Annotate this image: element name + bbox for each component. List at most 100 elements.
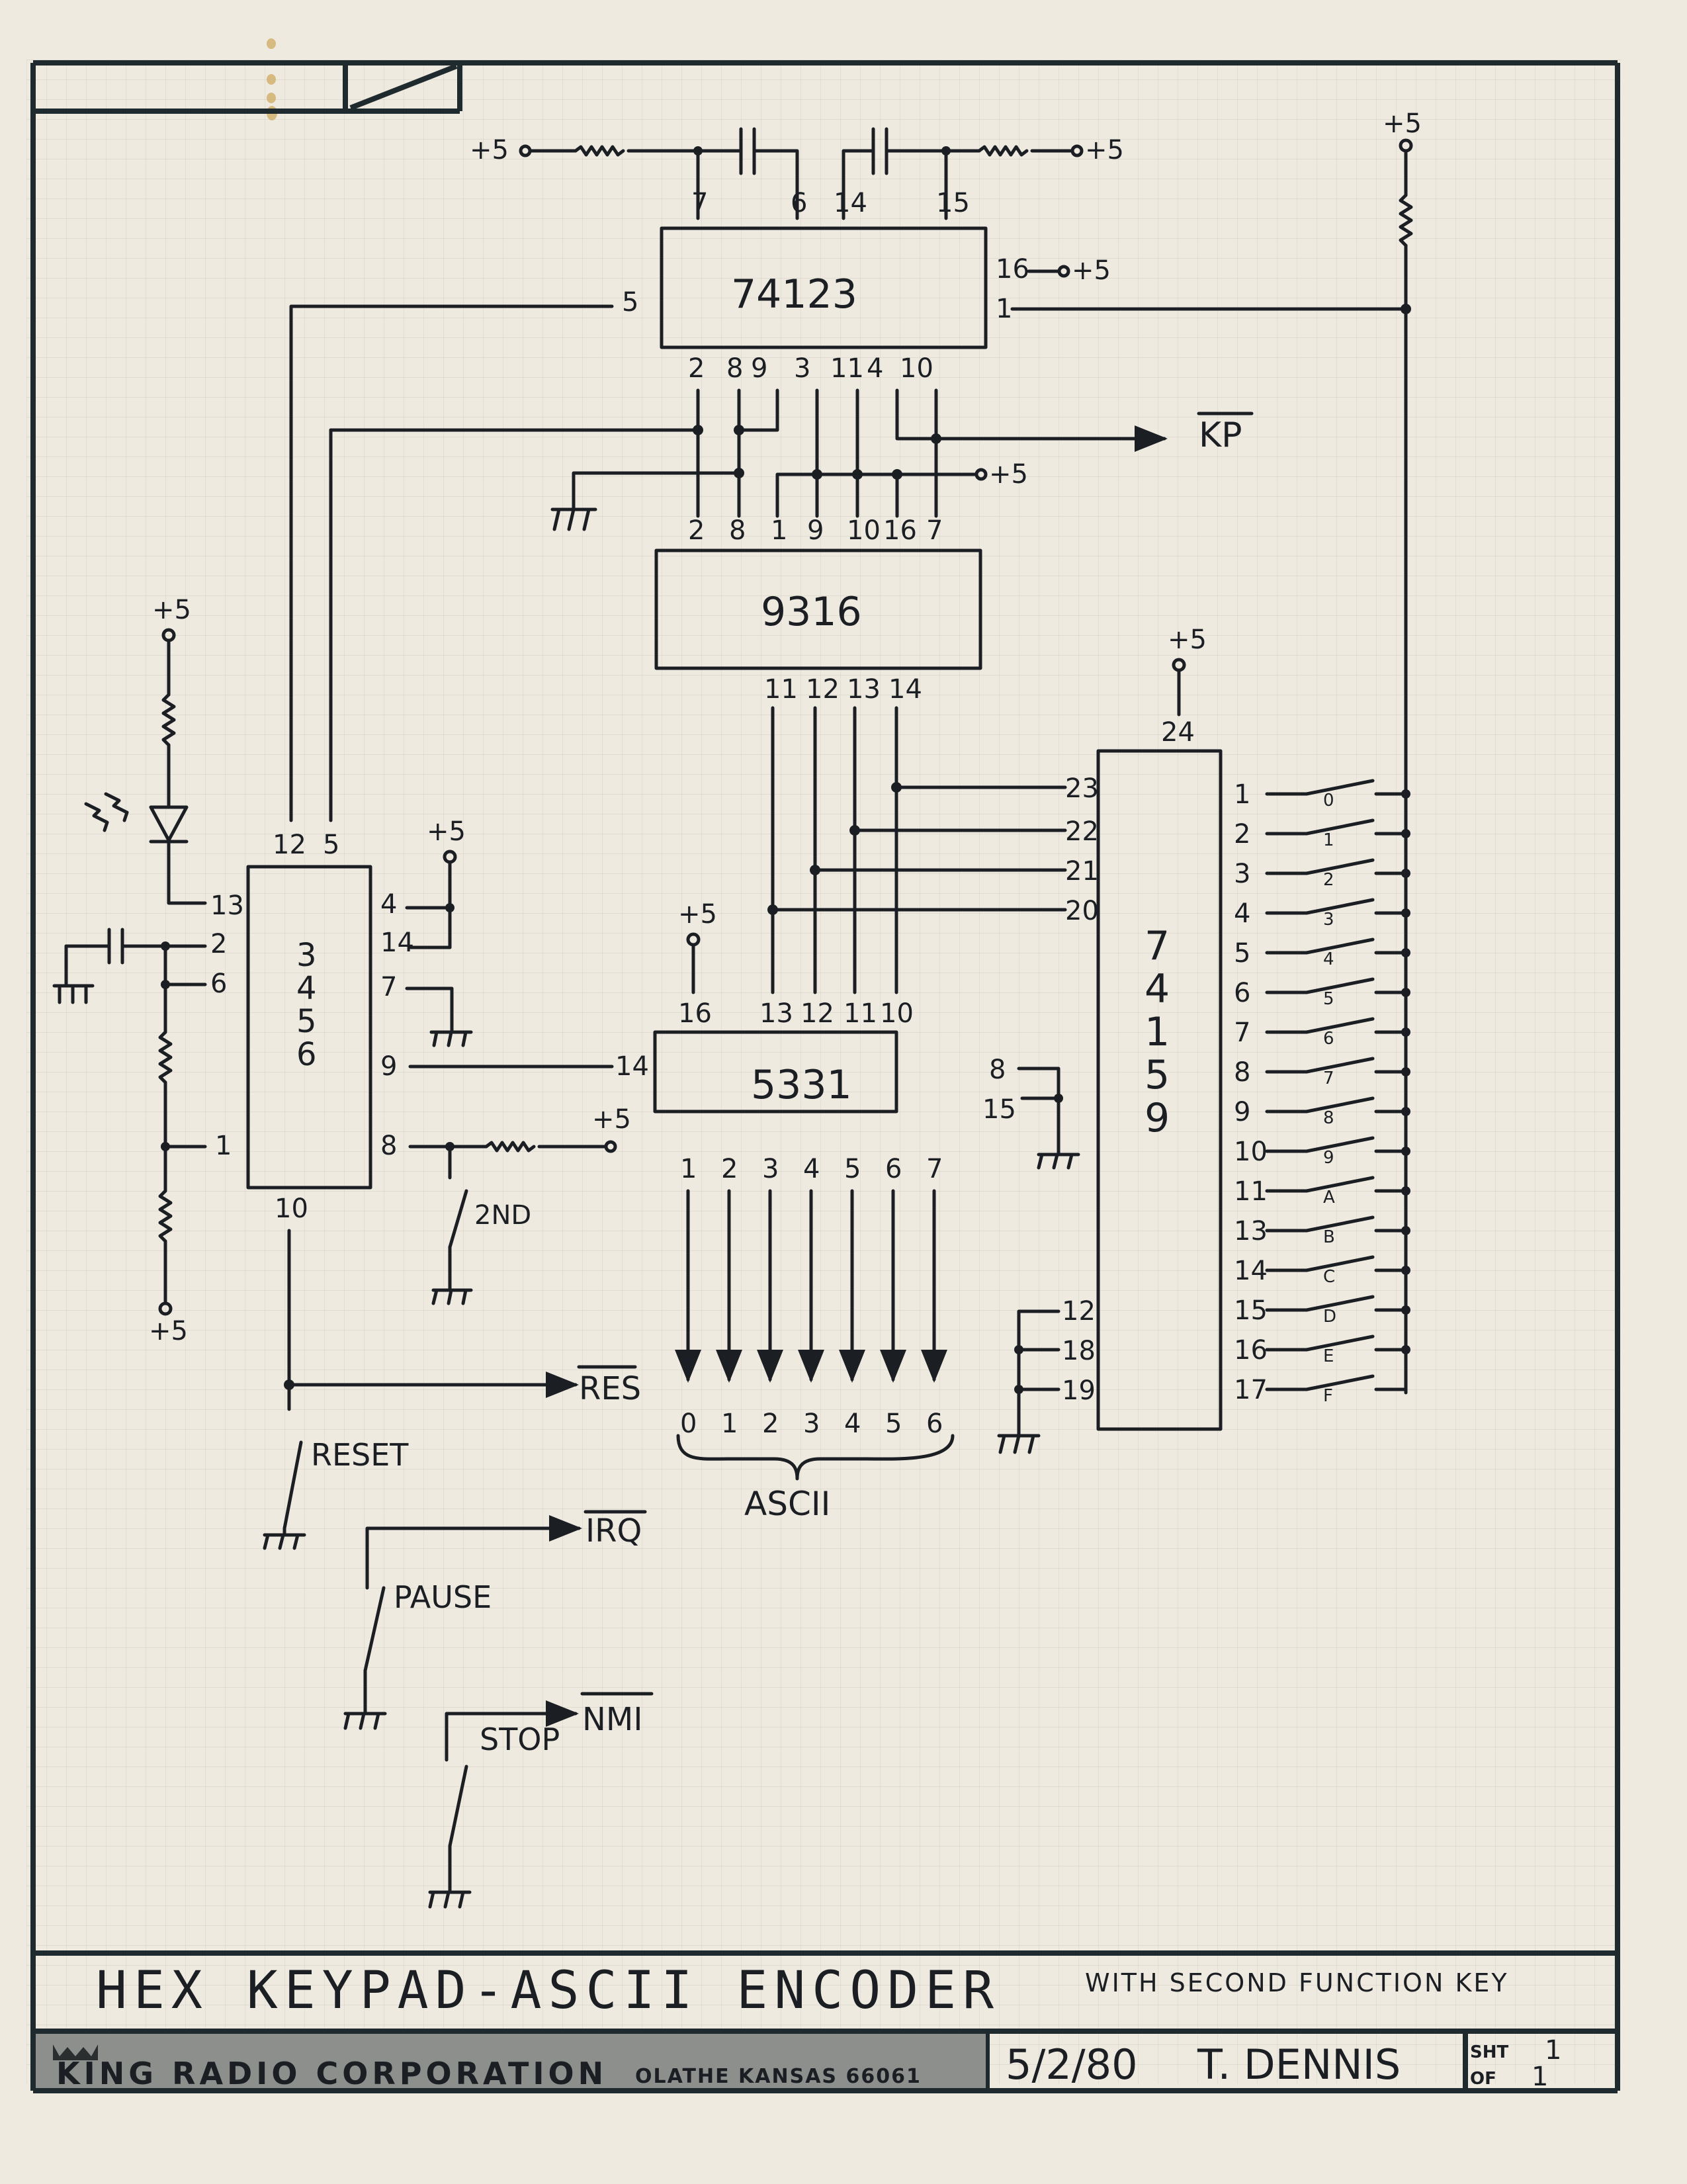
key-label[interactable]: 8 (1323, 1108, 1334, 1128)
drawing-title: HEX KEYPAD-ASCII ENCODER (96, 1961, 1000, 2021)
power-label: +5 (1383, 109, 1422, 139)
key-switch (1305, 938, 1375, 955)
key-switch (1305, 1334, 1375, 1352)
ink-stain (267, 93, 276, 103)
svg-text:7: 7 (380, 972, 397, 1002)
key-label[interactable]: 4 (1323, 949, 1334, 969)
svg-text:2: 2 (210, 929, 227, 959)
key-switch (1305, 1176, 1375, 1193)
svg-text:21: 21 (1065, 856, 1099, 887)
svg-text:15: 15 (982, 1094, 1016, 1125)
key-label[interactable]: E (1323, 1346, 1334, 1366)
svg-text:12: 12 (1062, 1296, 1096, 1327)
svg-text:11: 11 (830, 353, 864, 384)
pin-label: 8 (1234, 1057, 1250, 1088)
svg-text:1: 1 (215, 1131, 232, 1161)
svg-text:11: 11 (764, 674, 798, 705)
key-switch (1305, 1215, 1375, 1233)
ascii-bit-label: 4 (844, 1409, 861, 1439)
svg-text:22: 22 (1065, 816, 1099, 847)
key-label[interactable]: C (1323, 1267, 1335, 1287)
crown-logo-icon (53, 2044, 98, 2060)
ascii-output-line: 10 (675, 1154, 701, 1439)
key-label[interactable]: F (1323, 1386, 1333, 1406)
resistor-icon (158, 1189, 173, 1243)
resistor-icon (161, 693, 176, 747)
svg-text:11: 11 (844, 998, 877, 1029)
key-label[interactable]: 1 (1323, 830, 1334, 850)
pins-74123-bottom: 2 8 9 3 11 4 10 (688, 353, 933, 384)
svg-text:4: 4 (380, 889, 397, 920)
svg-text:9: 9 (751, 353, 767, 384)
key-label[interactable]: 3 (1323, 910, 1334, 930)
key-label[interactable]: A (1323, 1188, 1335, 1207)
pin-label: 5 (622, 287, 638, 318)
ascii-output-line: 32 (757, 1154, 783, 1439)
key-label[interactable]: 9 (1323, 1148, 1334, 1168)
pin-label: 16 (1234, 1335, 1268, 1366)
pin-label: 5 (1234, 938, 1250, 969)
ground-icon (429, 1030, 473, 1047)
key-label[interactable]: 6 (1323, 1029, 1334, 1049)
counter-interconnect: +5 (329, 388, 1168, 822)
svg-text:12: 12 (800, 998, 834, 1029)
key-label[interactable]: B (1323, 1227, 1335, 1247)
svg-text:5: 5 (1145, 1052, 1170, 1098)
pin-label: 3 (762, 1154, 779, 1184)
key-label[interactable]: D (1323, 1307, 1336, 1327)
svg-text:20: 20 (1065, 896, 1099, 926)
pin-label: 11 (1234, 1176, 1268, 1207)
key-label[interactable]: 0 (1323, 791, 1334, 810)
pin-label: 2 (721, 1154, 738, 1184)
svg-text:4: 4 (1145, 966, 1170, 1012)
pin-label: 4 (803, 1154, 820, 1184)
key-label[interactable]: 5 (1323, 989, 1334, 1009)
key-switch (1305, 818, 1375, 836)
ground-icon (550, 507, 597, 531)
res-signal-label: RES (579, 1370, 641, 1407)
svg-text:8: 8 (729, 515, 746, 546)
pin-label: 1 (680, 1154, 697, 1184)
timing-network-left: +5 (470, 127, 799, 220)
ascii-bit-label: 6 (926, 1409, 943, 1439)
drawing-author: T. DENNIS (1197, 2040, 1401, 2089)
pin-label: 14 (615, 1051, 649, 1082)
key-label[interactable]: 2 (1323, 870, 1334, 890)
svg-text:3: 3 (296, 937, 317, 974)
pin-label: 10 (1234, 1137, 1268, 1167)
ascii-bit-label: 5 (885, 1409, 902, 1439)
power-label: +5 (470, 135, 509, 165)
pin-label: 1 (996, 294, 1012, 324)
chip-label: 74123 (731, 271, 857, 318)
power-label: +5 (592, 1104, 631, 1135)
key-label[interactable]: 7 (1323, 1069, 1334, 1088)
ink-stain (267, 74, 276, 85)
svg-text:5: 5 (296, 1003, 317, 1040)
chip-3456: 12 5 3 4 5 6 13 2 6 1 4 14 7 9 8 10 (210, 830, 414, 1224)
timing-circuit: +5 (52, 928, 207, 1346)
chip-label: 9316 (761, 589, 862, 635)
ink-stain (267, 38, 276, 49)
key-switch (1305, 1255, 1375, 1272)
ascii-output-line: 65 (880, 1154, 906, 1439)
svg-text:2: 2 (688, 515, 705, 546)
drawing-frame (30, 60, 1620, 2093)
key-switch (1305, 1057, 1375, 1074)
ascii-bit-label: 2 (762, 1409, 779, 1439)
pin-label: 4 (1234, 898, 1250, 929)
svg-text:14: 14 (888, 674, 922, 705)
power-label: +5 (152, 595, 191, 625)
ground-icon (1037, 1153, 1080, 1170)
svg-text:9: 9 (807, 515, 824, 546)
key-switch (1305, 1136, 1375, 1153)
led-circuit: +5 (84, 595, 207, 905)
svg-text:13: 13 (210, 891, 244, 921)
power-label: +5 (1072, 255, 1111, 286)
code-bus (767, 706, 1067, 994)
